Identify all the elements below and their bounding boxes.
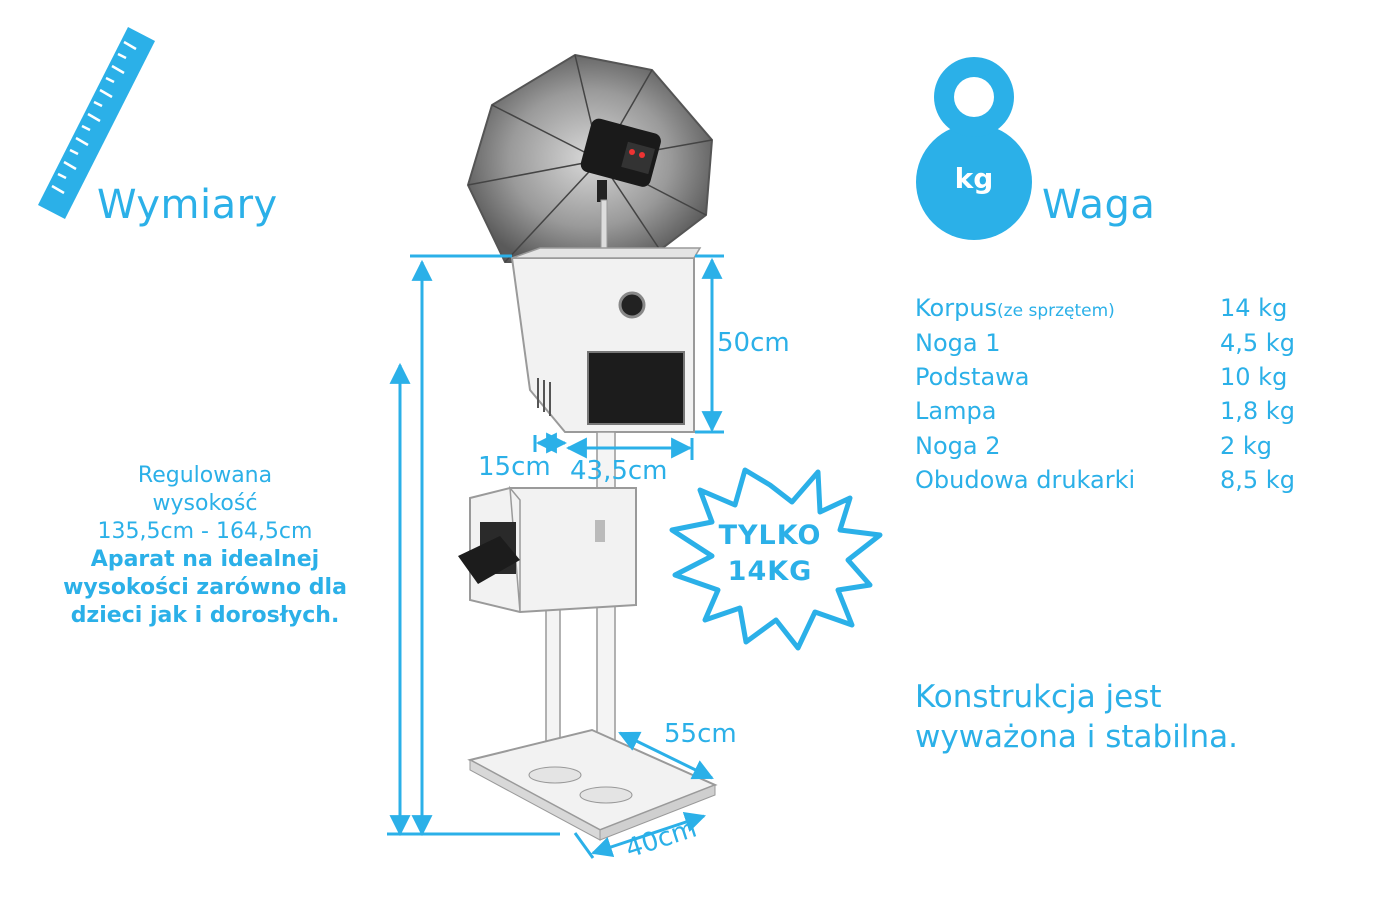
weight-value: 8,5 kg [1220, 466, 1295, 495]
kettlebell-icon [916, 57, 1032, 240]
weight-name: Lampa [915, 397, 997, 426]
badge-line2: 14KG [727, 556, 813, 587]
table-row: Obudowa drukarki 8,5 kg [915, 463, 1295, 497]
height-range: 135,5cm - 164,5cm [97, 519, 313, 544]
printer-box-image [458, 485, 637, 614]
table-row: Podstawa 10 kg [915, 360, 1295, 394]
dimensions-title: Wymiary [97, 182, 278, 228]
height-info-bold3: dzieci jak i dorosłych. [70, 603, 340, 628]
weight-value: 14 kg [1220, 294, 1288, 323]
table-row: Lampa 1,8 kg [915, 394, 1295, 428]
note-line1: Konstrukcja jest [915, 679, 1162, 715]
booth-head-image [510, 247, 702, 433]
weight-name: Podstawa [915, 362, 1030, 391]
ruler-icon [38, 27, 155, 219]
weight-value: 4,5 kg [1220, 328, 1295, 357]
head-width-label: 43,5cm [570, 456, 668, 486]
note-line2: wyważona i stabilna. [915, 719, 1238, 755]
weight-value: 10 kg [1220, 362, 1288, 391]
height-info: Regulowana wysokość 135,5cm - 164,5cm Ap… [20, 462, 390, 630]
starburst-badge [669, 467, 883, 651]
flash-lamp-image [580, 118, 661, 251]
weight-name: Obudowa drukarki [915, 466, 1136, 495]
height-info-line1: Regulowana [137, 463, 273, 488]
table-row: Noga 2 2 kg [915, 429, 1295, 463]
kg-label: kg [954, 162, 994, 195]
dimension-lines [387, 254, 724, 859]
badge-line1: TYLKO [718, 520, 822, 551]
height-info-bold2: wysokości zarówno dla [63, 575, 347, 600]
weight-title: Waga [1042, 182, 1156, 228]
stability-note: Konstrukcja jest wyważona i stabilna. [915, 677, 1355, 757]
table-row: Noga 1 4,5 kg [915, 325, 1295, 359]
base-depth-label: 55cm [664, 719, 737, 749]
weight-name: Korpus [915, 294, 998, 323]
height-info-bold1: Aparat na idealnej [90, 547, 320, 572]
weight-name: Noga 2 [915, 431, 1001, 460]
head-depth-label: 15cm [478, 452, 551, 482]
weight-name: Noga 1 [915, 328, 1001, 357]
height-info-line2: wysokość [152, 491, 258, 516]
weight-sub: (ze sprzętem) [997, 301, 1115, 322]
weight-value: 1,8 kg [1220, 397, 1295, 426]
table-row: Korpus(ze sprzętem) 14 kg [915, 291, 1295, 325]
weight-value: 2 kg [1220, 431, 1273, 460]
badge-text: TYLKO 14KG [680, 518, 860, 590]
head-height-label: 50cm [717, 328, 790, 358]
weights-table: Korpus(ze sprzętem) 14 kg Noga 1 4,5 kg … [915, 291, 1295, 497]
